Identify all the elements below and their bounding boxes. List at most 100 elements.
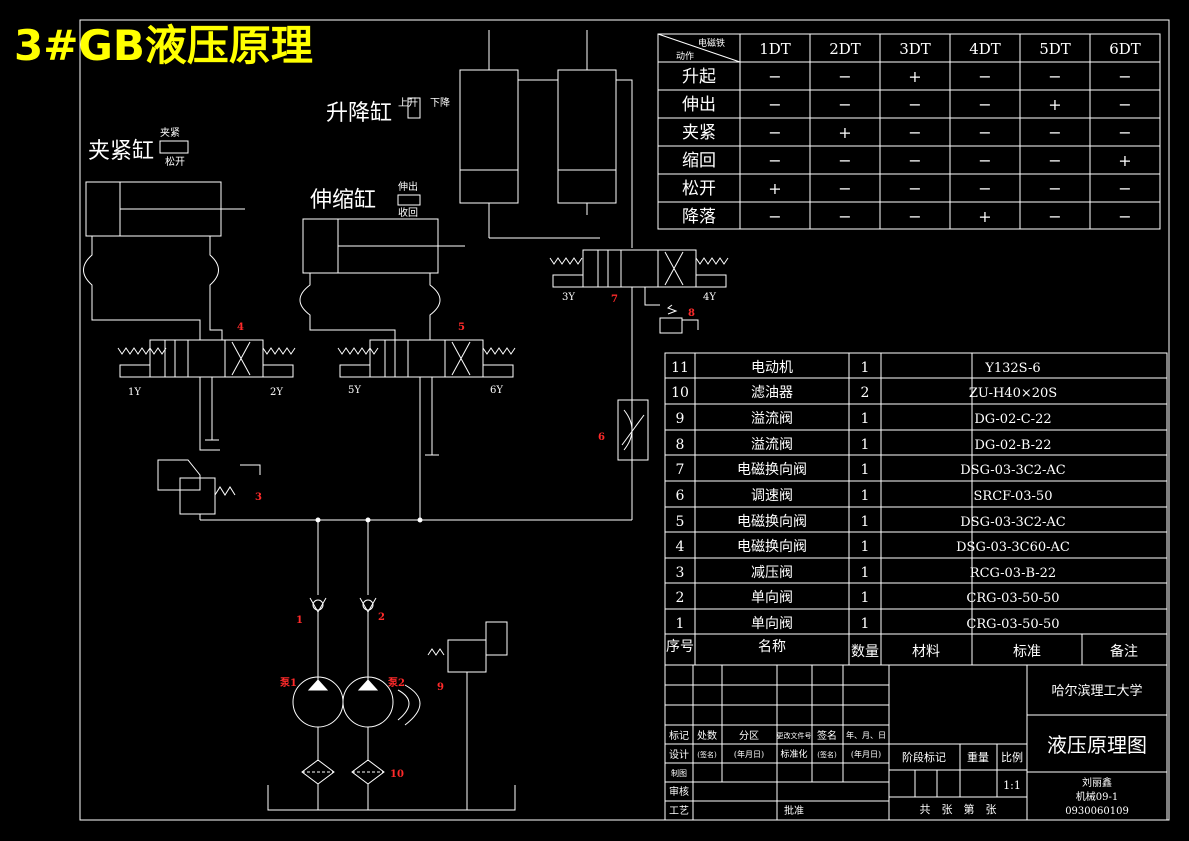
action-header-4: 4DT — [969, 40, 1001, 58]
tb-date2: (年月日) — [734, 749, 764, 759]
action-state-2-3: − — [908, 95, 921, 114]
oil-tank — [267, 785, 516, 811]
part-qty-5: 1 — [861, 514, 870, 530]
pump-1-label: 泵1 — [280, 677, 297, 689]
action-state-5-2: − — [838, 179, 851, 198]
tb-sign2: (签名) — [697, 750, 717, 759]
part-qty-9: 1 — [861, 411, 870, 427]
action-state-5-4: − — [978, 179, 991, 198]
drawing-frame — [79, 19, 1170, 821]
tb-class: 机械09-1 — [1076, 790, 1118, 803]
action-label-1: 升起 — [682, 67, 716, 87]
part-standard-3: RCG-03-B-22 — [970, 566, 1056, 581]
action-state-4-5: − — [1048, 151, 1061, 170]
action-header-2: 2DT — [829, 40, 861, 58]
part-no-11: 11 — [671, 360, 689, 376]
action-state-3-3: − — [908, 123, 921, 142]
action-state-1-6: − — [1118, 67, 1131, 86]
clamp-cylinder-label: 夹紧缸 — [88, 139, 154, 164]
action-state-3-1: − — [768, 123, 781, 142]
action-state-5-5: − — [1048, 179, 1061, 198]
title-block-text: 标记 处数 分区 更改文件号 签名 年、月、日 设计 (签名) (年月日) 标准… — [669, 683, 1147, 817]
tb-date: 年、月、日 — [846, 730, 886, 740]
part-no-7: 7 — [676, 462, 685, 478]
action-header-3: 3DT — [899, 40, 931, 58]
action-state-2-1: − — [768, 95, 781, 114]
action-state-5-3: − — [908, 179, 921, 198]
action-state-4-2: − — [838, 151, 851, 170]
action-state-3-5: − — [1048, 123, 1061, 142]
action-corner-bottom: 动作 — [676, 50, 694, 62]
action-header-1: 1DT — [759, 40, 791, 58]
extend-switch-icon — [397, 194, 421, 206]
action-state-4-4: − — [978, 151, 991, 170]
num-5: 5 — [458, 322, 465, 333]
action-state-6-3: − — [908, 207, 921, 226]
valve-4 — [117, 339, 296, 451]
action-state-1-1: − — [768, 67, 781, 86]
part-qty-1: 1 — [861, 616, 870, 632]
part-standard-7: DSG-03-3C2-AC — [960, 463, 1066, 478]
clamp-cylinder — [83, 181, 245, 340]
tb-date3: (年月日) — [851, 749, 881, 759]
action-label-2: 伸出 — [682, 95, 716, 115]
valve-5 — [337, 339, 516, 520]
action-header-5: 5DT — [1039, 40, 1071, 58]
header-material: 材料 — [912, 644, 940, 660]
ext-back-tag: 收回 — [398, 206, 418, 219]
valve-6 — [617, 399, 649, 461]
action-state-6-2: − — [838, 207, 851, 226]
action-state-6-4: + — [978, 207, 991, 226]
action-table — [657, 33, 1161, 230]
action-state-6-1: − — [768, 207, 781, 226]
action-label-4: 缩回 — [682, 151, 716, 171]
part-name-4: 电磁换向阀 — [737, 538, 807, 555]
tb-author: 刘丽鑫 — [1082, 776, 1112, 789]
tb-drafter: 制图 — [671, 768, 687, 778]
part-name-2: 单向阀 — [751, 590, 793, 606]
part-name-10: 滤油器 — [751, 385, 793, 401]
label-1y: 1Y — [128, 387, 141, 398]
tb-standardize: 标准化 — [780, 748, 807, 760]
motor-11 — [397, 684, 421, 726]
action-state-2-5: + — [1048, 95, 1061, 114]
part-name-6: 调速阀 — [751, 488, 793, 504]
tb-stage-mark: 阶段标记 — [902, 750, 946, 764]
action-state-4-3: − — [908, 151, 921, 170]
action-state-3-6: − — [1118, 123, 1131, 142]
action-label-3: 夹紧 — [682, 123, 716, 143]
action-state-3-4: − — [978, 123, 991, 142]
part-standard-6: SRCF-03-50 — [974, 489, 1053, 504]
part-standard-11: Y132S-6 — [984, 361, 1040, 376]
valve-9 — [427, 621, 508, 810]
part-no-10: 10 — [671, 385, 689, 401]
ext-out-tag: 伸出 — [398, 180, 418, 193]
action-header-6: 6DT — [1109, 40, 1141, 58]
lift-switch-icon — [407, 97, 421, 119]
tb-design: 设计 — [669, 748, 689, 761]
part-standard-9: DG-02-C-22 — [974, 412, 1051, 427]
action-table-rows: 升起−−+−−−伸出−−−−+−夹紧−+−−−−缩回−−−−−+松开+−−−−−… — [682, 67, 1132, 227]
part-no-2: 2 — [676, 590, 685, 606]
tb-review: 审核 — [669, 785, 689, 798]
action-state-1-2: − — [838, 67, 851, 86]
main-pressure-line — [200, 517, 632, 595]
part-standard-4: DSG-03-3C60-AC — [956, 540, 1070, 555]
lift-cylinders — [459, 30, 633, 248]
part-qty-2: 1 — [861, 590, 870, 606]
num-7: 7 — [611, 294, 618, 305]
part-name-11: 电动机 — [751, 360, 793, 376]
part-standard-8: DG-02-B-22 — [974, 438, 1051, 453]
action-state-6-5: − — [1048, 207, 1061, 226]
tb-process: 工艺 — [669, 805, 689, 817]
valve-3 — [157, 459, 261, 520]
part-standard-5: DSG-03-3C2-AC — [960, 515, 1066, 530]
label-6y: 6Y — [490, 385, 503, 396]
part-standard-10: ZU-H40×20S — [969, 386, 1057, 401]
part-no-1: 1 — [676, 616, 685, 632]
action-state-3-2: + — [838, 123, 851, 142]
extend-cylinder-label: 伸缩缸 — [310, 188, 376, 213]
num-4: 4 — [237, 322, 244, 333]
part-qty-3: 1 — [861, 565, 870, 581]
num-9: 9 — [437, 682, 444, 693]
